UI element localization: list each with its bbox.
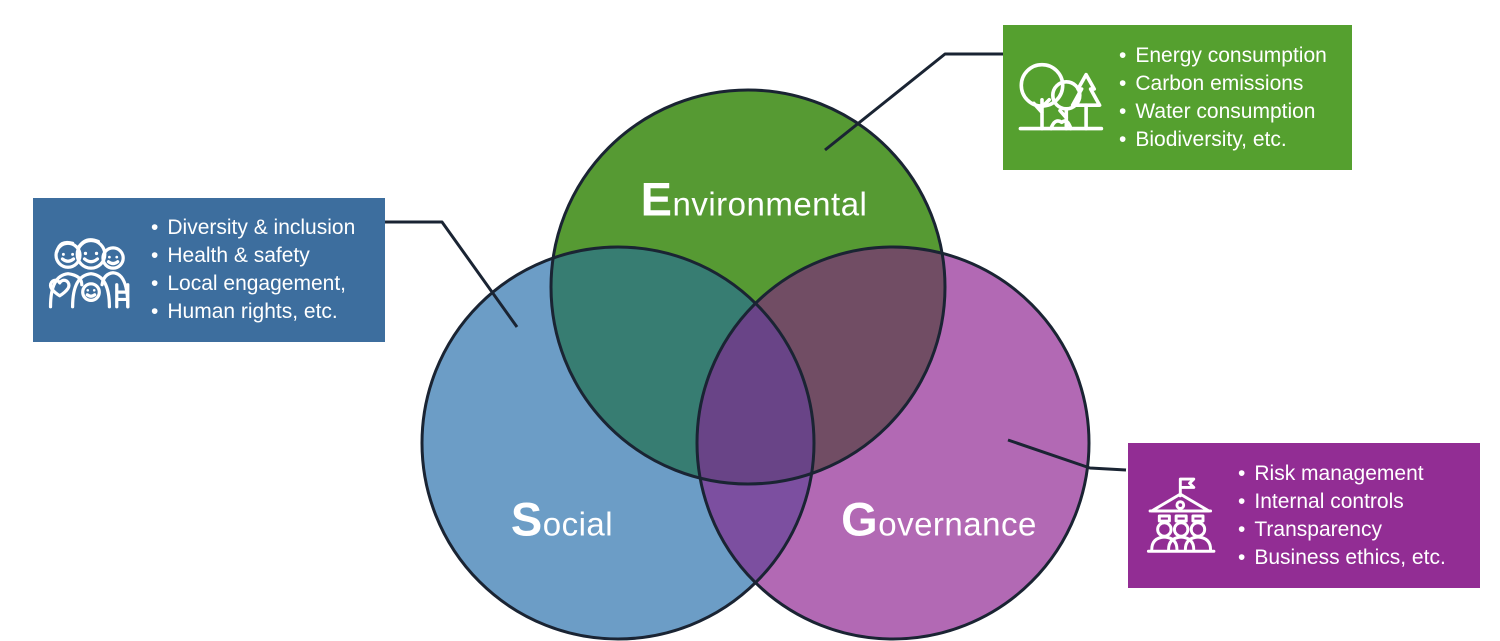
list-item-text: Water consumption <box>1135 99 1316 123</box>
list-item: • Internal controls <box>1238 488 1446 516</box>
environmental-label-rest: nvironmental <box>672 185 868 223</box>
list-item-text: Human rights, etc. <box>167 300 338 323</box>
governance-label-rest: overnance <box>878 505 1037 543</box>
social-label: Social <box>511 492 613 547</box>
bullet-glyph: • <box>1238 517 1246 541</box>
bullet-glyph: • <box>1119 71 1127 95</box>
institution-icon <box>1140 468 1224 564</box>
social-label-rest: ocial <box>542 505 614 543</box>
bullet-glyph: • <box>151 244 159 267</box>
list-item-text: Energy consumption <box>1135 43 1327 67</box>
list-item-text: Carbon emissions <box>1135 71 1304 95</box>
bullet-glyph: • <box>1119 43 1127 67</box>
list-item-text: Biodiversity, etc. <box>1135 127 1287 151</box>
bullet-glyph: • <box>1119 99 1127 123</box>
social-label-initial: S <box>510 492 543 546</box>
bullet-glyph: • <box>151 216 159 239</box>
list-item-text: Risk management <box>1254 461 1424 485</box>
social-circle-outline <box>420 245 816 641</box>
governance-circle-outline <box>695 245 1091 641</box>
list-item: • Business ethics, etc. <box>1238 544 1446 572</box>
list-item-text: Local engagement, <box>167 272 346 295</box>
environmental-connector-line <box>824 52 1003 152</box>
governance-callout-box: • Risk management • Internal controls • Tra… <box>1128 443 1480 588</box>
list-item-text: Business ethics, etc. <box>1254 545 1446 569</box>
list-item-text: Internal controls <box>1254 489 1404 513</box>
social-callout-box: •Diversity & inclusion •Health & safety … <box>33 198 385 342</box>
list-item: • Carbon emissions <box>1119 70 1327 98</box>
environmental-item-list: • Energy consumption • Carbon emissions • W… <box>1119 42 1327 154</box>
people-icon <box>45 218 137 322</box>
list-item-text: Diversity & inclusion <box>167 216 356 239</box>
bullet-glyph: • <box>1119 127 1127 151</box>
governance-connector-line <box>1007 438 1127 472</box>
environmental-callout-box: • Energy consumption • Carbon emissions • W… <box>1003 25 1352 170</box>
list-item: • Local engagement, <box>151 270 355 298</box>
trees-icon <box>1015 52 1105 144</box>
governance-label: Governance <box>841 492 1037 547</box>
list-item: • Health & safety <box>151 242 355 270</box>
list-item: • Transparency <box>1238 516 1446 544</box>
social-connector-line <box>385 220 519 328</box>
environmental-circle-outline <box>549 88 947 486</box>
list-item-text: Health & safety <box>167 244 310 267</box>
list-item: • Energy consumption <box>1119 42 1327 70</box>
governance-label-initial: G <box>841 492 879 546</box>
bullet-glyph: • <box>151 272 159 295</box>
list-item: • Biodiversity, etc. <box>1119 126 1327 154</box>
list-item: • Risk management <box>1238 460 1446 488</box>
bullet-glyph: • <box>1238 489 1246 513</box>
governance-item-list: • Risk management • Internal controls • Tra… <box>1238 460 1446 572</box>
environmental-label-initial: E <box>640 172 673 226</box>
bullet-glyph: • <box>1238 545 1246 569</box>
list-item: • Water consumption <box>1119 98 1327 126</box>
social-item-list: •Diversity & inclusion •Health & safety … <box>151 214 355 326</box>
bullet-glyph: • <box>151 300 159 323</box>
environmental-label: Environmental <box>641 172 868 227</box>
list-item: • Human rights, etc. <box>151 298 355 326</box>
list-item-text: Transparency <box>1254 517 1382 541</box>
list-item: • Diversity & inclusion <box>151 214 355 242</box>
bullet-glyph: • <box>1238 461 1246 485</box>
